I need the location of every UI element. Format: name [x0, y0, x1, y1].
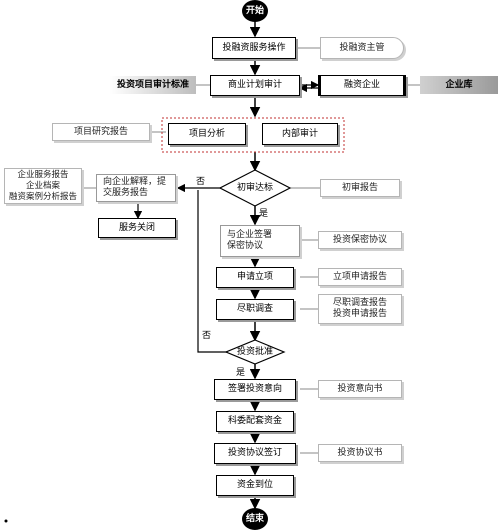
label-no-preliminary: 否	[196, 177, 206, 187]
step-project-analysis: 项目分析	[168, 123, 246, 145]
label-yes-approval: 是	[236, 368, 246, 378]
decision-investment-approval: 投资批准	[236, 346, 273, 357]
start-node: 开始	[242, 0, 268, 22]
note-explain-documents: 企业服务报告 企业档案 融资案例分析报告	[4, 168, 82, 204]
note-investment-manager: 投融资主管	[320, 37, 404, 59]
tag-audit-standard: 投资项目审计标准	[110, 76, 196, 94]
note-preliminary-report: 初审报告	[320, 179, 400, 197]
step-explain-to-enterprise: 向企业解释，提 交服务报告	[96, 174, 176, 202]
label-yes-preliminary: 是	[259, 209, 269, 219]
note-intent-letter: 投资意向书	[318, 380, 402, 398]
step-sign-intent: 签署投资意向	[214, 379, 296, 400]
end-node: 结束	[242, 508, 268, 530]
step-financing-enterprise: 融资企业	[318, 75, 406, 96]
note-project-application: 立项申请报告	[318, 268, 402, 286]
step-funds-arrived: 资金到位	[216, 475, 294, 496]
step-business-plan-review: 商业计划审计	[210, 75, 300, 96]
step-due-diligence: 尽职调查	[216, 299, 294, 320]
note-nda: 投资保密协议	[318, 231, 402, 249]
tag-enterprise-database: 企业库	[420, 76, 498, 94]
step-matching-funds: 科委配套资金	[216, 411, 294, 432]
note-project-research-report: 项目研究报告	[52, 123, 150, 141]
step-investment-service: 投融资服务操作	[212, 37, 296, 59]
note-due-diligence: 尽职调查报告 投资申请报告	[318, 294, 402, 324]
step-sign-agreement: 投资协议签订	[214, 443, 296, 464]
step-apply-project: 申请立项	[216, 267, 294, 288]
step-sign-nda: 与企业签署 保密协议	[220, 225, 300, 257]
decision-preliminary-review: 初审达标	[236, 182, 273, 193]
step-internal-audit: 内部审计	[262, 123, 338, 145]
step-close-service: 服务关闭	[98, 218, 176, 238]
label-no-approval: 否	[202, 331, 212, 341]
note-investment-agreement: 投资协议书	[318, 444, 402, 462]
